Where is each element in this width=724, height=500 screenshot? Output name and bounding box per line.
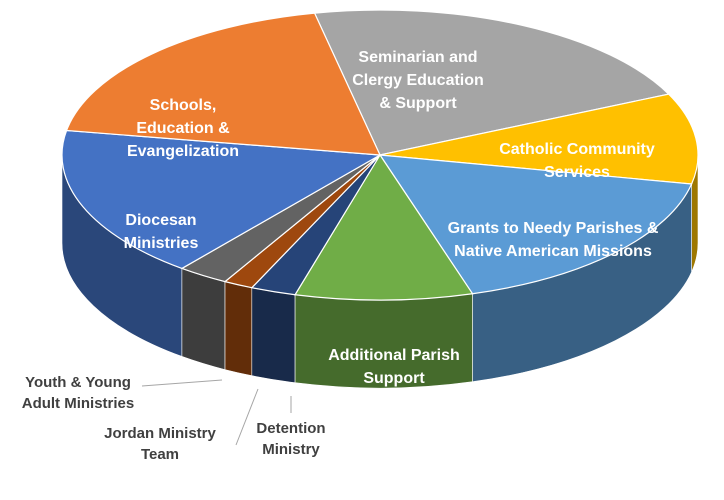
slice-seminarian-and-clergy-education-and-support bbox=[313, 9, 670, 156]
slice-catholic-community-services bbox=[379, 93, 699, 185]
label-line: Jordan Ministry bbox=[104, 425, 216, 442]
label-line: Ministries bbox=[124, 235, 199, 252]
slice-schools-education-and-evangelization bbox=[65, 12, 381, 156]
label-line: Detention bbox=[256, 420, 325, 437]
label-line: Seminarian and bbox=[358, 49, 477, 66]
label-line: Diocesan bbox=[125, 212, 196, 229]
slice-grants-to-needy-parishes-and-native-american-missions bbox=[378, 154, 693, 295]
label-line: Adult Ministries bbox=[22, 395, 135, 412]
leader-line-jordan-ministry-team bbox=[235, 388, 259, 446]
pie-tops bbox=[61, 9, 699, 301]
label-line: & Support bbox=[379, 95, 457, 112]
label-line: Clergy Education bbox=[352, 72, 484, 89]
label-line: Catholic Community bbox=[499, 141, 655, 158]
label-line: Schools, bbox=[150, 97, 217, 114]
slice-side-detention-ministry bbox=[251, 287, 296, 384]
leader-line-youth-and-young-adult-ministries bbox=[141, 379, 223, 387]
label-line: Evangelization bbox=[127, 143, 239, 160]
label-line: Ministry bbox=[262, 441, 320, 458]
slice-side-youth-and-young-adult-ministries bbox=[181, 268, 226, 370]
label-line: Services bbox=[544, 164, 610, 181]
slice-diocesan-ministries bbox=[61, 129, 382, 270]
label-schools-education-and-evangelization: Schools, Education & Evangelization bbox=[127, 97, 239, 160]
label-line: Education & bbox=[136, 120, 230, 137]
label-line: Youth & Young bbox=[25, 374, 131, 391]
label-line: Additional Parish bbox=[328, 347, 460, 364]
slice-side-jordan-ministry-team bbox=[224, 281, 253, 377]
label-grants-to-needy-parishes-and-native-american-missions: Grants to Needy Parishes & Native America… bbox=[448, 220, 659, 260]
slice-additional-parish-support bbox=[294, 153, 474, 301]
label-line: Grants to Needy Parishes & bbox=[448, 220, 659, 237]
label-line: Native American Missions bbox=[454, 243, 652, 260]
leader-lines bbox=[141, 379, 292, 446]
label-line: Support bbox=[363, 370, 425, 387]
label-line: Team bbox=[141, 446, 179, 463]
